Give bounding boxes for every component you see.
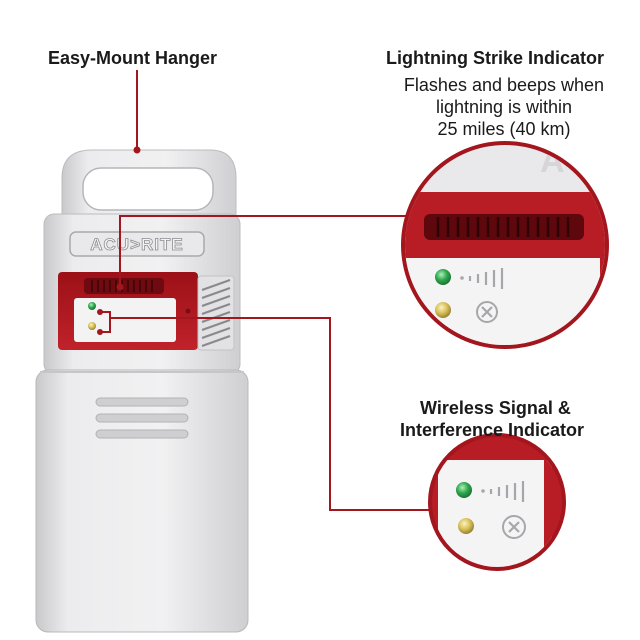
wireless-callout-title-line-1: Wireless Signal & xyxy=(420,398,571,418)
weather-sensor-device: ACU>RITE xyxy=(35,149,249,633)
strike-description-line: 25 miles (40 km) xyxy=(437,119,571,139)
interference-x-icon xyxy=(476,301,498,323)
signal-strength-icon xyxy=(481,481,525,502)
logo-plate xyxy=(69,231,205,257)
strike-lens-ribs xyxy=(91,280,153,292)
strike-callout-line xyxy=(119,215,408,287)
wireless-indicator-magnifier xyxy=(428,433,566,571)
strike-callout-title: Lightning Strike Indicator xyxy=(386,48,605,68)
hanger-callout-title: Easy-Mount Hanger xyxy=(48,48,218,68)
brand-logo: ACU>RITE xyxy=(90,235,183,254)
wireless-callout-line xyxy=(100,317,436,511)
cover-grip-ridges xyxy=(95,397,189,439)
strike-callout-description: Flashes and beeps when lightning is with… xyxy=(388,74,620,140)
battery-cover xyxy=(35,369,249,633)
interference-x-icon xyxy=(502,515,526,539)
vent-grille xyxy=(197,275,235,351)
strike-description-line: lightning is within xyxy=(435,97,573,117)
green-led-icon xyxy=(456,482,472,498)
amber-led-icon xyxy=(458,518,474,534)
signal-strength-icon xyxy=(460,268,504,289)
strike-indicator-magnifier: ACU xyxy=(401,141,609,349)
callout-lines xyxy=(97,70,436,511)
strike-description-line: Flashes and beeps when xyxy=(403,75,605,95)
hanger-opening xyxy=(82,167,214,211)
green-led-icon xyxy=(435,269,451,285)
green-led-icon xyxy=(88,302,96,310)
screw-dot xyxy=(185,308,191,314)
wireless-callout-title-line-2: Interference Indicator xyxy=(400,420,585,440)
amber-led-icon xyxy=(435,302,451,318)
amber-led-icon xyxy=(88,322,96,330)
